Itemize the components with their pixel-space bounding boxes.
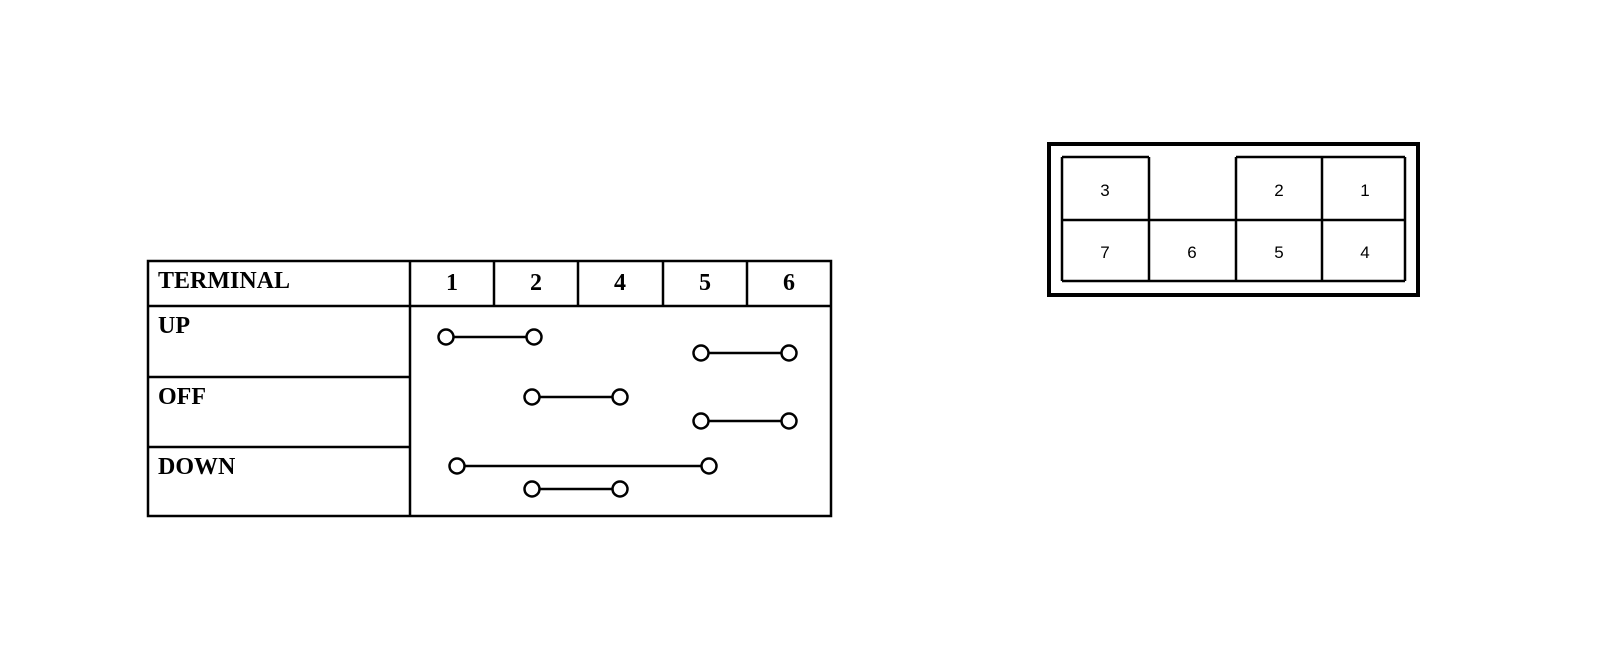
- terminal-node: [780, 344, 798, 362]
- switch-position-label: UP: [158, 313, 190, 339]
- terminal-node: [692, 412, 710, 430]
- connector-pin-number: 6: [1187, 243, 1196, 262]
- connector-pin-number: 3: [1100, 181, 1109, 200]
- terminal-number: 6: [783, 270, 795, 296]
- connector-outline: [1047, 142, 1420, 297]
- table-outline: [146, 259, 833, 518]
- terminal-node: [611, 388, 629, 406]
- terminal-node: [437, 328, 455, 346]
- terminal-node: [611, 480, 629, 498]
- switch-position-label: OFF: [158, 384, 206, 410]
- connector-pin-number: 2: [1274, 181, 1283, 200]
- terminal-header-label: TERMINAL: [158, 268, 290, 294]
- terminal-number: 5: [699, 270, 711, 296]
- terminal-node: [523, 388, 541, 406]
- connector-face: [1047, 142, 1420, 297]
- connector-pin-number: 4: [1360, 243, 1369, 262]
- continuity-up: [437, 328, 798, 362]
- connector-pin-number: 7: [1100, 243, 1109, 262]
- terminal-node: [523, 480, 541, 498]
- continuity-off: [523, 388, 798, 430]
- terminal-node: [780, 412, 798, 430]
- terminal-node: [692, 344, 710, 362]
- switch-position-label: DOWN: [158, 454, 236, 480]
- terminal-number: 1: [446, 270, 458, 296]
- terminal-number: 4: [614, 270, 626, 296]
- terminal-number: 2: [530, 270, 542, 296]
- terminal-node: [448, 457, 466, 475]
- connector-pin-number: 5: [1274, 243, 1283, 262]
- continuity-table: [146, 259, 833, 518]
- terminal-node: [700, 457, 718, 475]
- connector-pin-number: 1: [1360, 181, 1369, 200]
- terminal-node: [525, 328, 543, 346]
- continuity-down: [448, 457, 718, 498]
